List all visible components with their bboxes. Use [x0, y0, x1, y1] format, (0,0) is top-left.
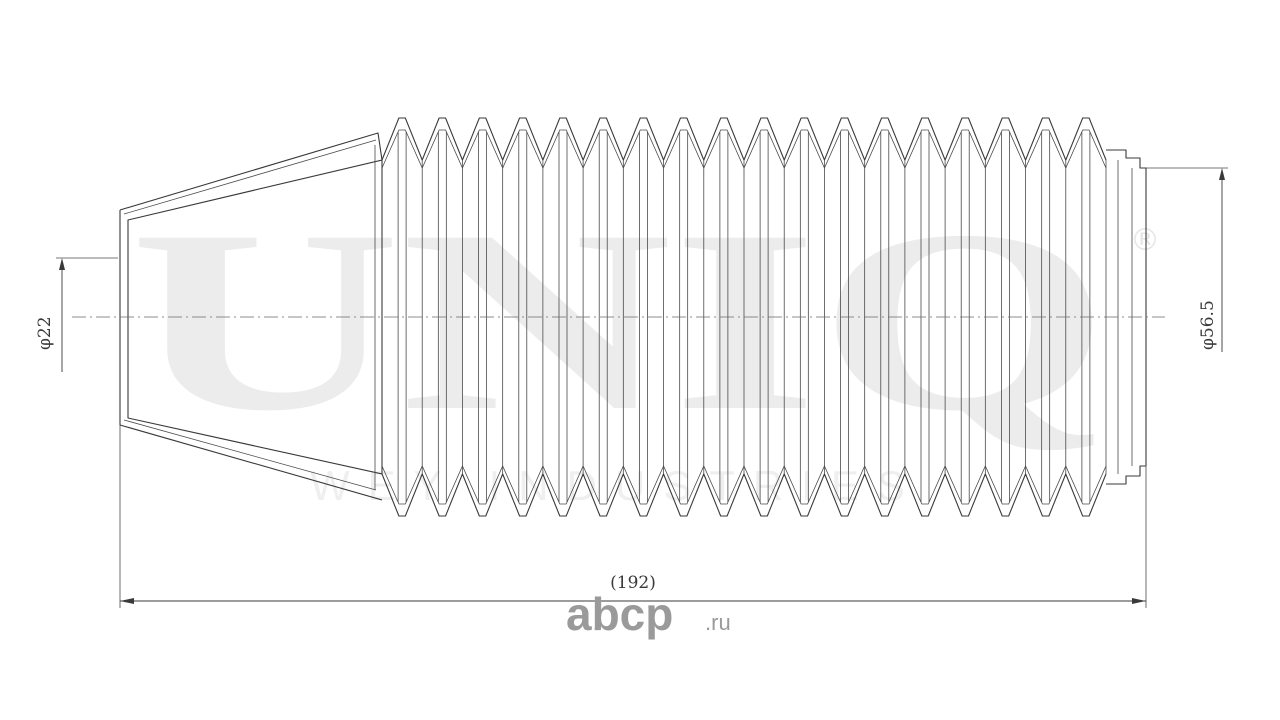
small-diameter-dimension: φ22 — [35, 257, 118, 372]
small-diameter-arrow — [59, 258, 65, 270]
site-logo-name: abcp — [566, 588, 673, 640]
watermark-subtitle: WEY INDUSTRIES — [310, 462, 923, 509]
overall-length-dimension: (192) — [119, 425, 1147, 608]
watermark-registered-mark: ® — [1130, 223, 1160, 258]
length-arrow-right — [1132, 598, 1146, 604]
overall-length-label: (192) — [610, 573, 656, 593]
site-logo: abcp .ru — [566, 588, 731, 640]
cone-bottom-edge — [119, 424, 383, 501]
cone-section — [119, 132, 383, 475]
length-arrow-left — [120, 598, 134, 604]
cone-inner-wall — [123, 139, 377, 491]
large-diameter-arrow — [1219, 168, 1225, 180]
watermark-brand: UNIQ — [130, 177, 1110, 465]
site-logo-tld: .ru — [705, 610, 731, 635]
large-diameter-label: φ56.5 — [1198, 300, 1218, 350]
small-diameter-label: φ22 — [35, 316, 55, 350]
large-diameter-dimension: φ56.5 — [1146, 167, 1228, 352]
bellows-top-outer — [381, 117, 1107, 161]
watermark: UNIQ ® WEY INDUSTRIES — [130, 177, 1160, 509]
